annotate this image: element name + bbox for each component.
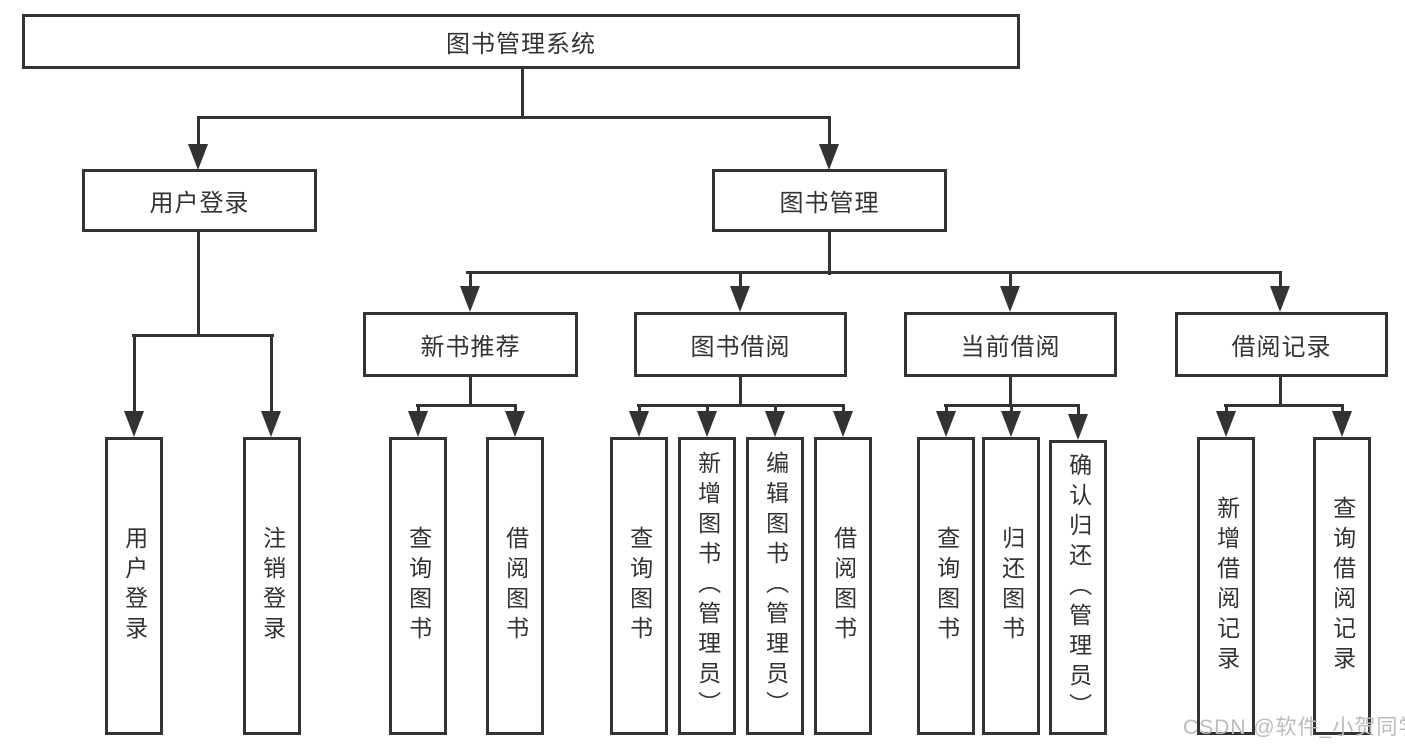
connector-rail	[197, 116, 831, 119]
leaf-label: 编辑图书（管理员）	[762, 451, 789, 721]
arrow-down-icon	[1216, 411, 1236, 437]
connector-drop	[739, 271, 742, 291]
connector-drop	[638, 404, 641, 416]
connector-drop	[1225, 404, 1228, 416]
connector-stem	[197, 229, 200, 336]
connector-drop	[828, 116, 831, 150]
node-user-login: 用户登录	[82, 169, 317, 232]
leaf-label: 查询图书	[933, 526, 960, 646]
leaf-add-borrow-record: 新增借阅记录	[1197, 437, 1255, 735]
node-borrow-records: 借阅记录	[1175, 312, 1388, 377]
node-new-book-recommend: 新书推荐	[363, 312, 578, 377]
arrow-down-icon	[1001, 411, 1021, 437]
connector-drop	[945, 404, 948, 416]
arrow-down-icon	[730, 286, 750, 312]
connector-rail	[1224, 404, 1344, 407]
connector-rail	[637, 404, 845, 407]
connector-drop	[774, 404, 777, 416]
connector-drop	[1009, 271, 1012, 291]
leaf-label: 确认归还（管理员）	[1065, 452, 1092, 723]
leaf-label: 借阅图书	[830, 526, 857, 646]
connector-drop	[706, 404, 709, 416]
node-root-library-system: 图书管理系统	[22, 14, 1020, 69]
leaf-label: 查询借阅记录	[1329, 496, 1356, 676]
arrow-down-icon	[261, 411, 281, 437]
leaf-query-borrow-record: 查询借阅记录	[1313, 437, 1371, 735]
connector-drop	[469, 271, 472, 291]
connector-stem	[469, 374, 472, 406]
connector-rail	[466, 271, 1282, 274]
leaf-query-book-borrow: 查询图书	[610, 437, 668, 735]
arrow-down-icon	[819, 144, 839, 170]
arrow-down-icon	[188, 144, 208, 170]
connector-stem	[1009, 374, 1012, 406]
leaf-label: 新增图书（管理员）	[694, 451, 721, 721]
connector-rail	[132, 334, 274, 337]
arrow-down-icon	[505, 411, 525, 437]
connector-drop	[1077, 404, 1080, 419]
connector-drop	[1279, 271, 1282, 291]
leaf-label: 注销登录	[259, 526, 286, 646]
leaf-label: 借阅图书	[502, 526, 529, 646]
leaf-label: 查询图书	[405, 526, 432, 646]
arrow-down-icon	[1000, 286, 1020, 312]
leaf-label: 用户登录	[121, 526, 148, 646]
node-current-borrow: 当前借阅	[904, 312, 1117, 377]
connector-drop	[270, 334, 273, 416]
leaf-confirm-return-admin: 确认归还（管理员）	[1049, 440, 1107, 735]
connector-drop	[842, 404, 845, 416]
leaf-query-book-current: 查询图书	[917, 437, 975, 735]
watermark: CSDN @软件_小贺同学	[1183, 716, 1405, 739]
connector-drop	[417, 404, 420, 416]
leaf-return-book: 归还图书	[982, 437, 1040, 735]
node-book-management: 图书管理	[712, 169, 947, 232]
connector-drop	[514, 404, 517, 416]
node-book-borrow: 图书借阅	[634, 312, 847, 377]
leaf-label: 新增借阅记录	[1213, 496, 1240, 676]
arrow-down-icon	[1068, 414, 1088, 440]
arrow-down-icon	[1270, 286, 1290, 312]
arrow-down-icon	[697, 411, 717, 437]
connector-drop	[1341, 404, 1344, 416]
arrow-down-icon	[936, 411, 956, 437]
leaf-logout-login: 注销登录	[243, 437, 301, 735]
arrow-down-icon	[124, 411, 144, 437]
leaf-edit-book-admin: 编辑图书（管理员）	[746, 437, 804, 735]
connector-stem	[828, 229, 831, 275]
arrow-down-icon	[765, 411, 785, 437]
leaf-add-book-admin: 新增图书（管理员）	[678, 437, 736, 735]
connector-stem	[521, 68, 524, 118]
leaf-label: 查询图书	[626, 526, 653, 646]
leaf-label: 归还图书	[998, 526, 1025, 646]
arrow-down-icon	[408, 411, 428, 437]
leaf-query-book-recommend: 查询图书	[389, 437, 447, 735]
leaf-borrow-book: 借阅图书	[814, 437, 872, 735]
leaf-borrow-book-recommend: 借阅图书	[486, 437, 544, 735]
connector-stem	[739, 374, 742, 406]
arrow-down-icon	[460, 286, 480, 312]
connector-drop	[1010, 404, 1013, 416]
leaf-user-login: 用户登录	[105, 437, 163, 735]
arrow-down-icon	[1332, 411, 1352, 437]
connector-drop	[133, 334, 136, 416]
arrow-down-icon	[629, 411, 649, 437]
connector-drop	[197, 116, 200, 150]
connector-rail	[416, 404, 517, 407]
arrow-down-icon	[833, 411, 853, 437]
connector-stem	[1279, 374, 1282, 406]
